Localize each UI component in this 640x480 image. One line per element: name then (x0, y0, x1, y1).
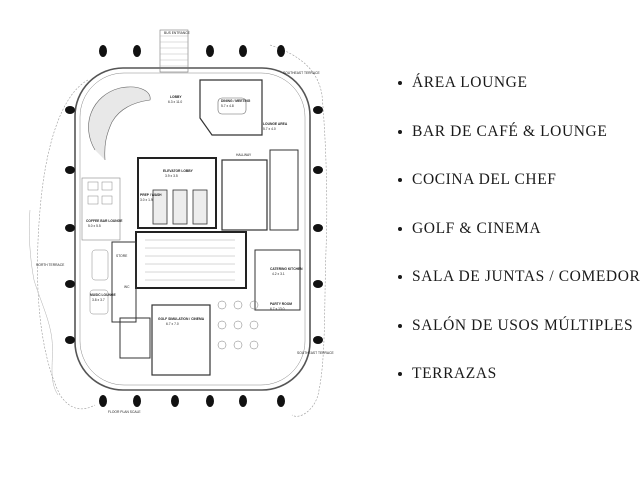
label-party-room-dims: 6.7 x 13.0 (270, 307, 285, 311)
spiral-stair (88, 86, 151, 161)
amenities-list: ÁREA LOUNGE BAR DE CAFÉ & LOUNGE COCINA … (398, 74, 640, 414)
label-lobby: LOBBY (170, 95, 182, 99)
label-prep-wash-dims: 3.0 x 1.9 (140, 198, 153, 202)
label-wc: WC (124, 285, 130, 289)
amenity-item: COCINA DEL CHEF (398, 171, 640, 220)
label-catering-dims: 4.2 x 3.1 (272, 272, 285, 276)
entrance-label: BUS ENTRANCE (164, 31, 191, 35)
amenity-item: GOLF & CINEMA (398, 220, 640, 269)
amenity-label: SALA DE JUNTAS / COMEDOR (412, 268, 640, 285)
lower-rooms (81, 177, 211, 376)
label-dining-dims: 5.7 x 4.8 (221, 104, 234, 108)
amenity-item: SALÓN DE USOS MÚLTIPLES (398, 317, 640, 366)
amenity-item: ÁREA LOUNGE (398, 74, 640, 123)
amenity-label: TERRAZAS (412, 365, 497, 382)
label-elevator-lobby-dims: 3.9 x 3.5 (165, 174, 178, 178)
amenity-label: SALÓN DE USOS MÚLTIPLES (412, 316, 634, 334)
dining-room (199, 79, 263, 136)
label-music-lounge-dims: 3.8 x 3.7 (92, 298, 105, 302)
label-hallway: HALLWAY (236, 153, 252, 157)
label-golf-sim: GOLF SIMULATION / CINEMA (158, 317, 205, 321)
kitchen-block (221, 149, 301, 311)
building-core (135, 157, 247, 289)
amenity-label: BAR DE CAFÉ & LOUNGE (412, 122, 608, 140)
west-terrace-outline (37, 79, 96, 410)
bullet-icon (398, 129, 402, 134)
label-dining: DINING / MEETING (221, 99, 251, 103)
amenity-label: ÁREA LOUNGE (412, 74, 528, 91)
room-labels: SOUTHEAST TERRACE LOBBY 6.3 x 11.0 DININ… (36, 71, 335, 414)
party-room-tables (217, 300, 259, 350)
bullet-icon (398, 81, 402, 85)
label-lobby-dims: 6.3 x 11.0 (168, 100, 182, 104)
structural-columns (65, 45, 323, 407)
label-elevator-lobby: ELEVATOR LOBBY (163, 169, 194, 173)
label-party-room: PARTY ROOM (270, 302, 292, 306)
label-north-terrace: NORTH TERRACE (36, 263, 65, 267)
amenity-label: GOLF & CINEMA (412, 219, 542, 237)
bullet-icon (398, 275, 402, 279)
entrance-walkway: BUS ENTRANCE (159, 29, 191, 73)
label-music-lounge: MUSIC LOUNGE (90, 293, 116, 297)
building-inner-outline (79, 72, 306, 386)
amenity-label: COCINA DEL CHEF (412, 171, 557, 188)
label-prep-wash: PREP / WASH (140, 193, 162, 197)
west-furniture (87, 181, 113, 315)
bullet-icon (398, 178, 402, 182)
amenity-item: BAR DE CAFÉ & LOUNGE (398, 123, 640, 172)
label-lounge-area: LOUNGE AREA (263, 122, 288, 126)
bullet-icon (398, 323, 402, 328)
label-southeast-terrace-top: SOUTHEAST TERRACE (283, 71, 321, 75)
bullet-icon (398, 226, 402, 231)
east-terrace-outline (269, 44, 328, 417)
label-lounge-area-dims: 5.7 x 4.0 (263, 127, 276, 131)
amenity-item: TERRAZAS (398, 365, 640, 414)
label-coffee-bar: COFFEE BAR LOUNGE (86, 219, 123, 223)
label-golf-sim-dims: 6.7 x 7.0 (166, 322, 179, 326)
label-coffee-bar-dims: 5.0 x 5.5 (88, 224, 101, 228)
label-scale-note: FLOOR PLAN SCALE (108, 410, 141, 414)
west-landscape (28, 209, 59, 396)
floor-plan: BUS ENTRANCE (28, 29, 335, 417)
amenity-item: SALA DE JUNTAS / COMEDOR (398, 268, 640, 317)
bullet-icon (398, 372, 402, 376)
label-southeast-terrace: SOUTHEAST TERRACE (297, 351, 335, 355)
label-catering: CATERING KITCHEN (270, 267, 303, 271)
building-outline (74, 67, 311, 391)
label-store: STORE (116, 254, 128, 258)
